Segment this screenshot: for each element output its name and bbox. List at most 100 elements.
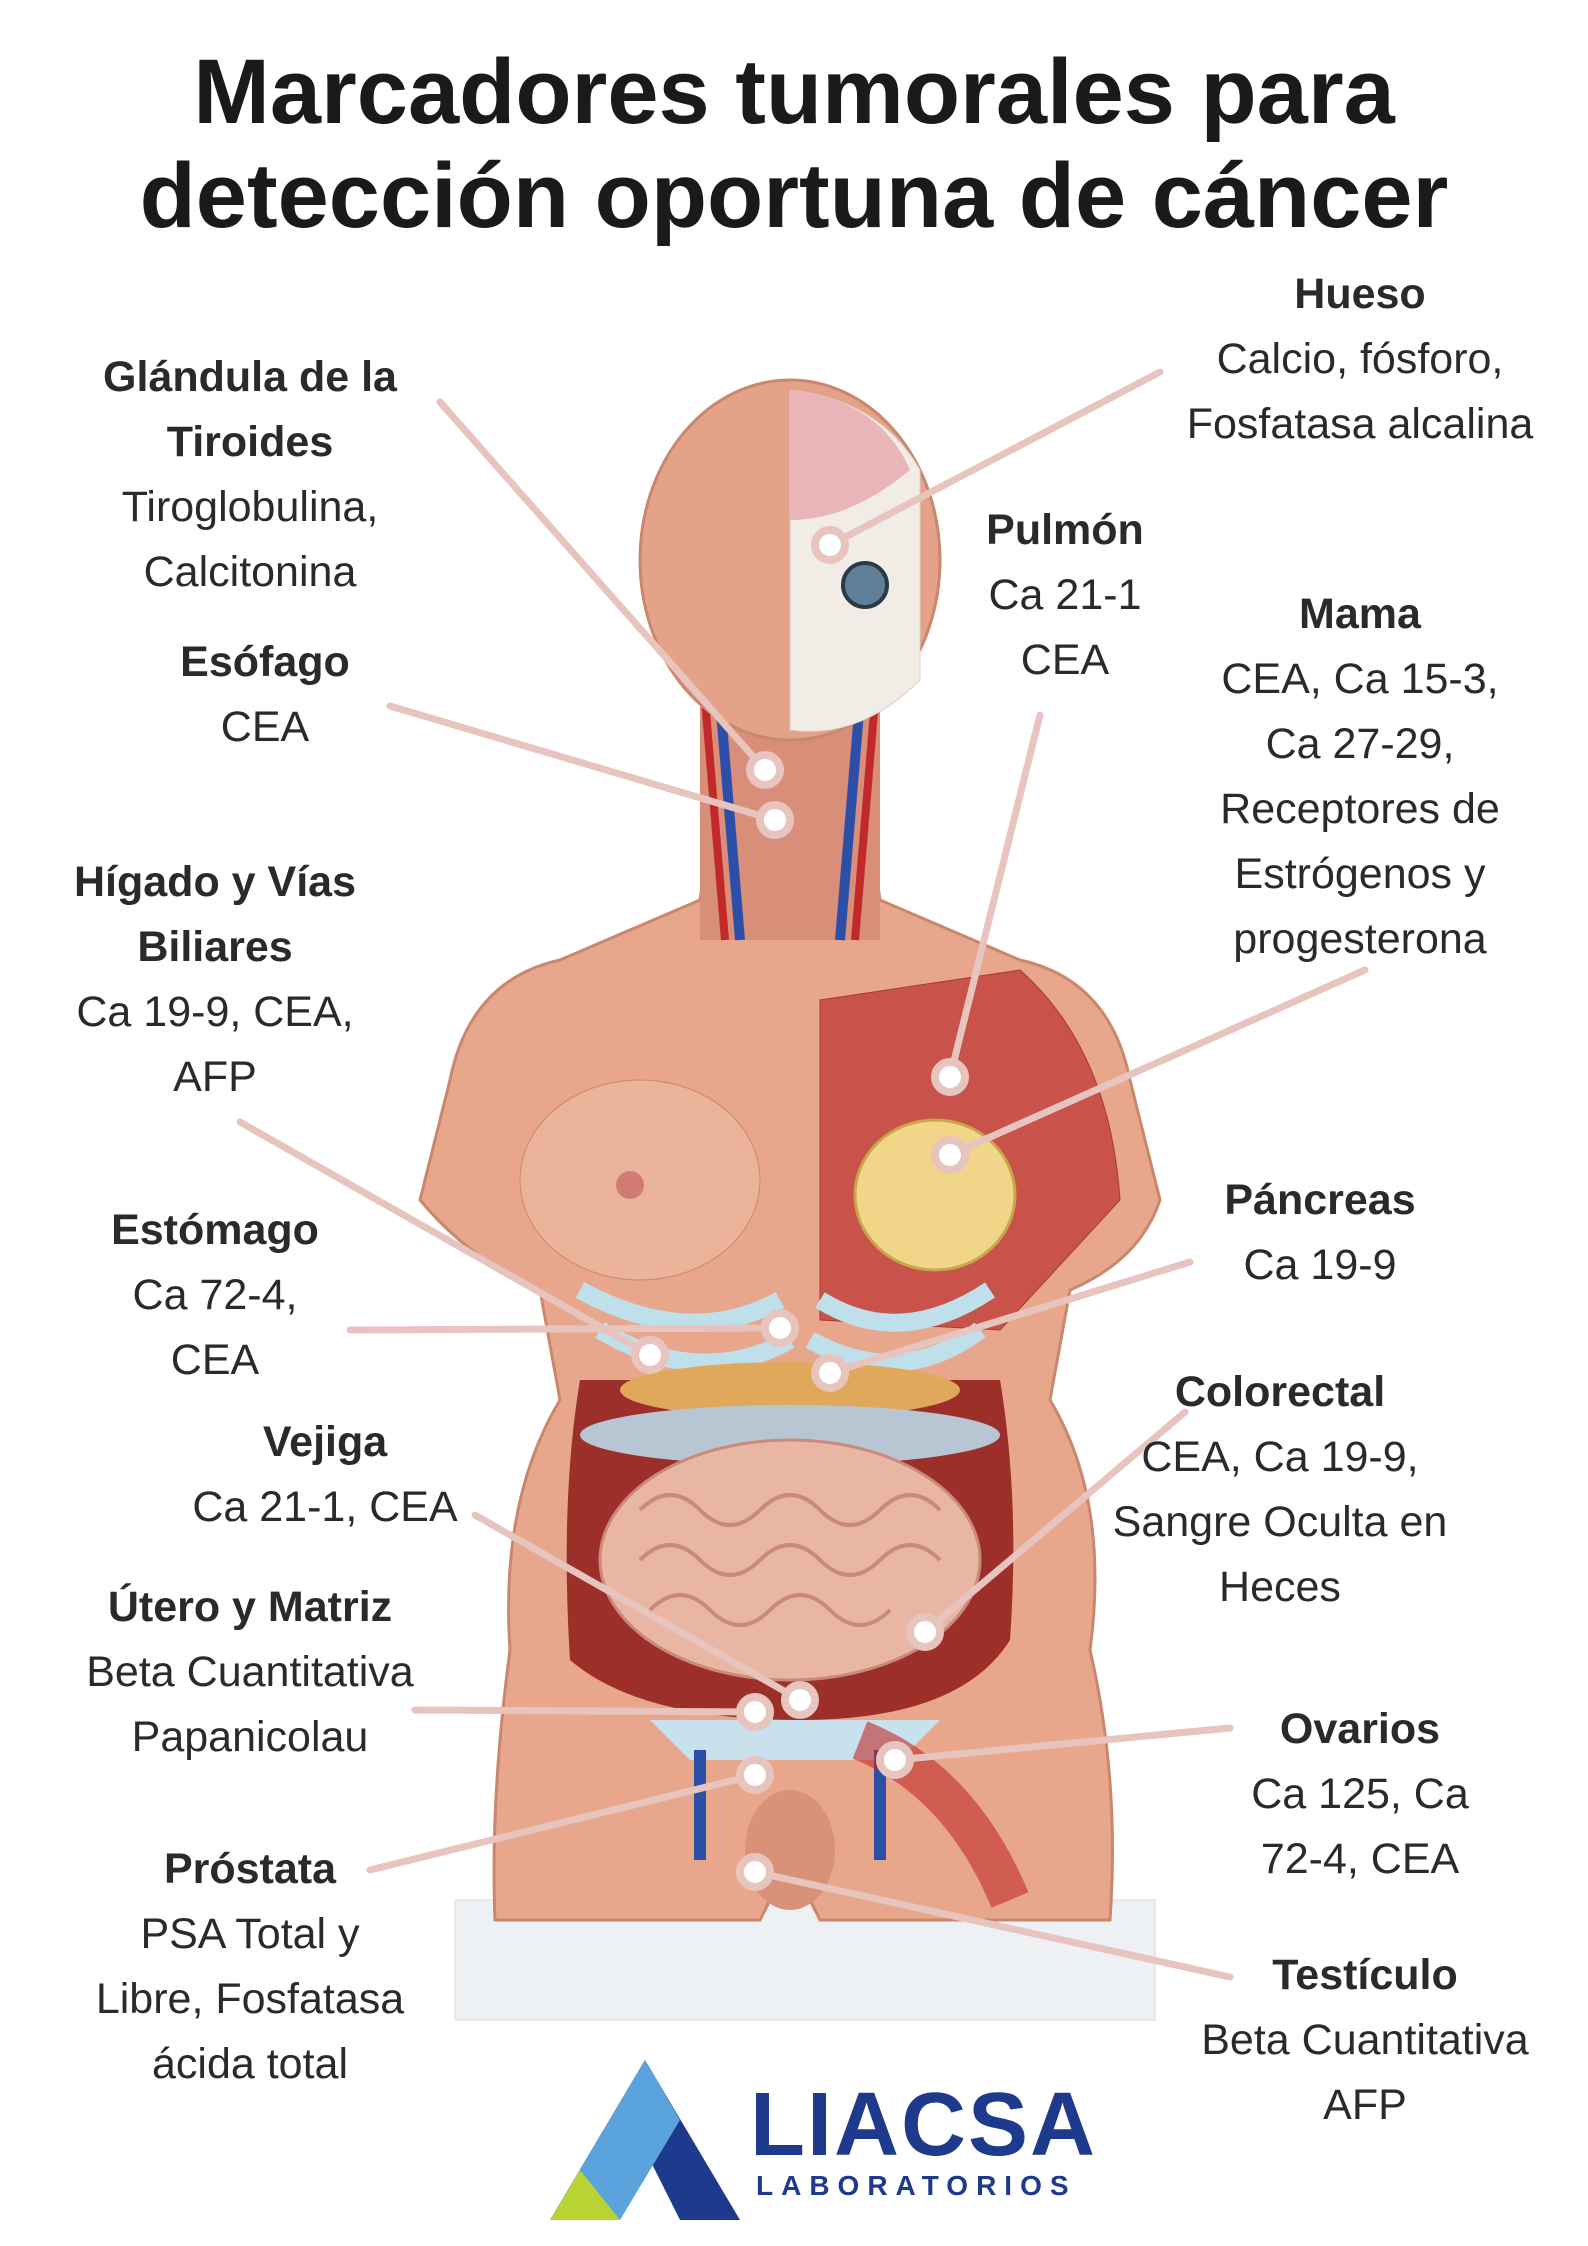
eye (841, 561, 889, 609)
marker-text: Beta Cuantitativa (1201, 2016, 1529, 2064)
genitals (745, 1790, 835, 1910)
label-colorectal: Colorectal CEA, Ca 19-9, Sangre Oculta e… (1080, 1360, 1480, 1620)
dot-pancreas (811, 1354, 849, 1392)
marker-text: Estrógenos y (1234, 850, 1486, 898)
marker-text: 72-4, CEA (1260, 1835, 1460, 1883)
transverse-colon (580, 1405, 1000, 1465)
organ-name: Glándula de la (103, 353, 397, 401)
leader-prostata (366, 1771, 759, 1874)
organ-name: Vejiga (262, 1418, 388, 1466)
dot-prostata (736, 1756, 774, 1794)
mammary-gland (853, 1118, 1017, 1272)
marker-text: Ca 27-29, (1265, 720, 1455, 768)
dot-ovarios (876, 1741, 914, 1779)
logo-triangle-icon (550, 2060, 740, 2220)
marker-text: CEA (220, 703, 310, 751)
dot-testiculo (736, 1853, 774, 1891)
dot-utero (736, 1693, 774, 1731)
label-ovarios: Ovarios Ca 125, Ca 72-4, CEA (1210, 1697, 1510, 1892)
marker-text: Papanicolau (131, 1713, 369, 1761)
marker-text: Sangre Oculta en (1112, 1498, 1448, 1546)
marker-text: Receptores de (1220, 785, 1500, 833)
neck-veins (715, 699, 865, 941)
marker-text: Tiroglobulina, (121, 483, 379, 531)
pancreas-organ (620, 1362, 960, 1418)
neck-arteries (701, 699, 879, 941)
logo-brand: LIACSA (750, 2075, 1097, 2175)
title-line-2: detección oportuna de cáncer (139, 145, 1449, 247)
label-higado: Hígado y Vías Biliares Ca 19-9, CEA, AFP (20, 850, 410, 1110)
dot-tiroides (746, 751, 784, 789)
organ-name: Próstata (163, 1845, 337, 1893)
organ-name: Mama (1299, 590, 1421, 638)
dot-colorectal (906, 1613, 944, 1651)
label-hueso: Hueso Calcio, fósforo, Fosfatasa alcalin… (1150, 262, 1570, 457)
label-testiculo: Testículo Beta Cuantitativa AFP (1165, 1943, 1565, 2138)
leader-hueso (826, 368, 1164, 549)
dot-higado (631, 1336, 669, 1374)
leader-colorectal (921, 1408, 1189, 1636)
page-title: Marcadores tumorales para detección opor… (0, 40, 1588, 248)
leader-utero (411, 1706, 759, 1716)
dot-estomago (761, 1309, 799, 1347)
dot-mama (931, 1136, 969, 1174)
label-prostata: Próstata PSA Total y Libre, Fosfatasa ác… (50, 1837, 450, 2097)
organ-name: Testículo (1272, 1951, 1458, 1999)
leader-vejiga (471, 1511, 804, 1704)
organ-name: Hígado y Vías (74, 858, 356, 906)
dot-pulmon (931, 1058, 969, 1096)
leader-ovarios (891, 1724, 1234, 1764)
title-line-1: Marcadores tumorales para (193, 41, 1395, 143)
label-tiroides: Glándula de la Tiroides Tiroglobulina, C… (40, 345, 460, 605)
marker-text: Beta Cuantitativa (86, 1648, 414, 1696)
marker-text: Ca 21-1, CEA (192, 1483, 458, 1531)
marker-text: CEA (170, 1336, 260, 1384)
label-pulmon: Pulmón Ca 21-1 CEA (960, 498, 1170, 693)
organ-name: Pulmón (986, 506, 1144, 554)
organ-name: Páncreas (1224, 1176, 1416, 1224)
marker-text: PSA Total y (140, 1910, 360, 1958)
marker-text: Calcio, fósforo, (1216, 335, 1504, 383)
organ-name: Colorectal (1174, 1368, 1386, 1416)
dot-esofago (756, 801, 794, 839)
leader-tiroides (436, 398, 769, 774)
brain (790, 390, 910, 520)
leader-lines (236, 368, 1369, 1981)
leader-esofago (386, 702, 779, 824)
label-vejiga: Vejiga Ca 21-1, CEA (150, 1410, 500, 1540)
ribs (575, 1282, 995, 1372)
leader-estomago (346, 1324, 784, 1334)
leader-pulmon (946, 711, 1044, 1081)
label-estomago: Estómago Ca 72-4, CEA (60, 1198, 370, 1393)
intestine-folds (638, 1493, 942, 1627)
leader-mama (946, 966, 1369, 1159)
organ-name: Tiroides (166, 418, 334, 466)
marker-text: CEA (1020, 636, 1110, 684)
organ-name: Estómago (111, 1206, 319, 1254)
marker-text: progesterona (1233, 915, 1487, 963)
liacsa-logo: LIACSA LABORATORIOS (540, 2050, 1095, 2230)
label-esofago: Esófago CEA (100, 630, 430, 760)
marker-text: Ca 125, Ca (1251, 1770, 1469, 1818)
leader-higado (236, 1118, 654, 1359)
marker-text: Libre, Fosfatasa (95, 1975, 405, 2023)
label-pancreas: Páncreas Ca 19-9 (1170, 1168, 1470, 1298)
marker-text: AFP (173, 1053, 257, 1101)
organ-name: Útero y Matriz (107, 1583, 393, 1631)
leader-testiculo (751, 1868, 1234, 1981)
organ-name: Esófago (180, 638, 350, 686)
pointer-dots (631, 526, 969, 1891)
marker-text: Ca 72-4, (132, 1271, 298, 1319)
label-utero: Útero y Matriz Beta Cuantitativa Papanic… (50, 1575, 450, 1770)
dot-vejiga (781, 1681, 819, 1719)
logo-subtitle: LABORATORIOS (756, 2170, 1077, 2201)
marker-text: Ca 19-9 (1243, 1241, 1397, 1289)
marker-text: Fosfatasa alcalina (1186, 400, 1534, 448)
marker-text: Calcitonina (143, 548, 357, 596)
marker-text: ácida total (151, 2040, 349, 2088)
marker-text: Ca 19-9, CEA, (76, 988, 354, 1036)
organ-name: Ovarios (1279, 1705, 1441, 1753)
nipple (616, 1171, 644, 1199)
organ-name: Biliares (137, 923, 293, 971)
